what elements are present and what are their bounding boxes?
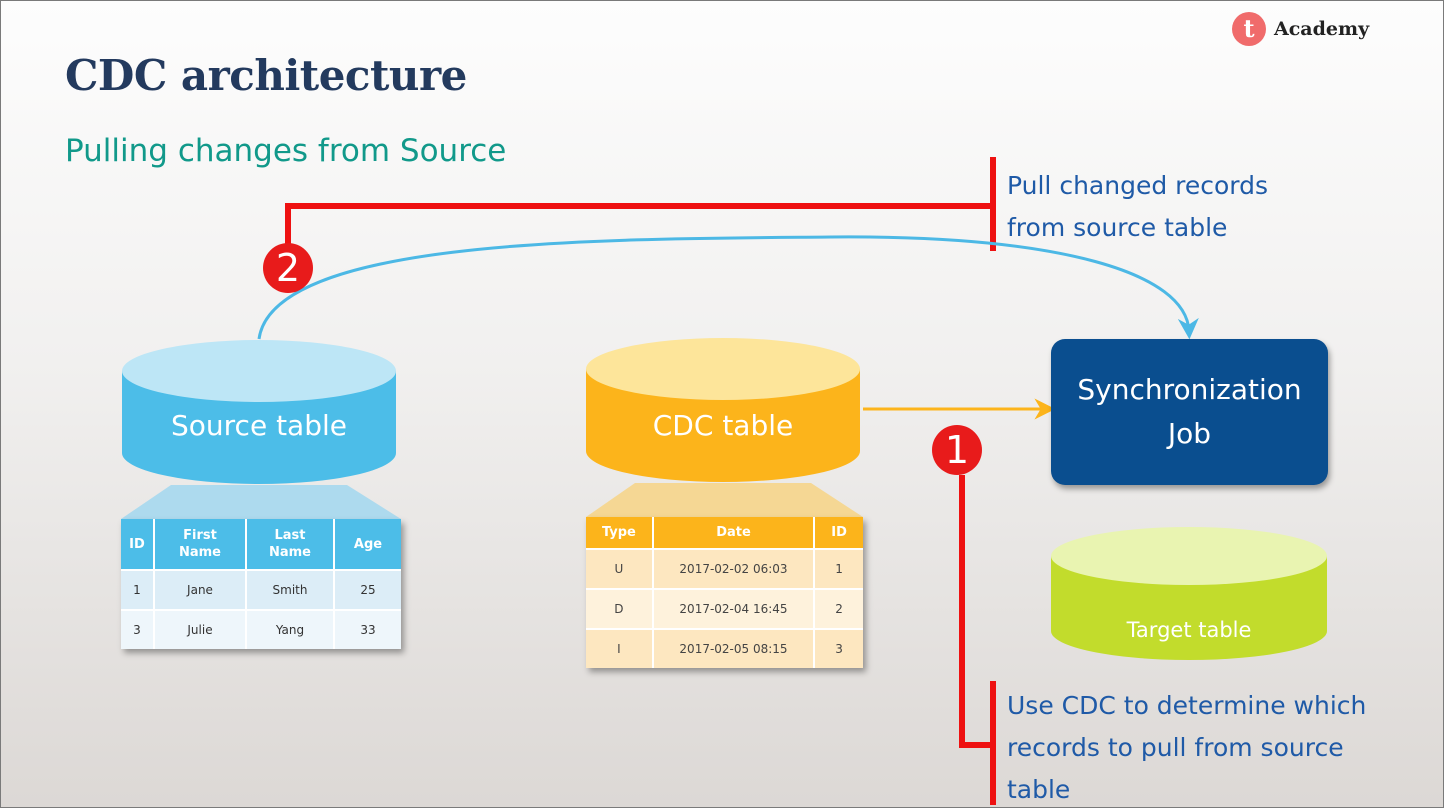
step-2-text: Pull changed records from source table [1007,165,1268,249]
table-cell: 3 [121,609,155,649]
table-row: U 2017-02-02 06:03 1 [586,548,863,589]
synchronization-job-label-line2: Job [1167,417,1212,450]
cdc-table-label: CDC table [652,409,794,442]
table-cell: 25 [334,569,401,610]
step-1-text-line: table [1007,775,1071,804]
column-header-id: ID [814,517,863,549]
step-2-badge: 2 [263,243,313,293]
table-cell: Julie [154,609,247,649]
table-cell: U [586,548,654,589]
slide-subtitle: Pulling changes from Source [65,133,507,169]
synchronization-job-box: Synchronization Job [1051,339,1328,485]
table-cell: 33 [334,609,401,649]
table-row: 3 Julie Yang 33 [121,609,401,649]
academy-logo-icon: t [1232,12,1266,46]
table-cell: Yang [246,609,335,649]
step-1-text-line: records to pull from source [1007,733,1344,762]
step-2-text-line: Pull changed records [1007,171,1269,200]
column-header-date: Date [652,517,816,549]
brand-name: Academy [1274,18,1370,40]
table-cell: 2017-02-04 16:45 [652,588,816,629]
cdc-table-cylinder [586,338,863,517]
target-table-cylinder [1051,527,1327,660]
table-header-row: Type Date ID [586,517,863,549]
table-cell: 1 [814,548,863,589]
target-table-label: Target table [1126,618,1252,642]
table-cell: Smith [246,569,335,610]
step-1-badge: 1 [932,425,982,475]
table-cell: D [586,588,654,629]
table-cell: 2017-02-05 08:15 [652,628,816,668]
table-row: 1 Jane Smith 25 [121,569,401,610]
step-1-connector [959,475,996,805]
source-table-label: Source table [171,409,347,442]
table-cell: I [586,628,654,668]
pull-arc-arrow [257,235,1199,340]
column-header-type: Type [586,517,654,549]
step-1-text: Use CDC to determine which records to pu… [1007,685,1367,807]
table-cell: 2017-02-02 06:03 [652,548,816,589]
table-cell: 2 [814,588,863,629]
table-cell: Jane [154,569,247,610]
column-header-age: Age [334,519,401,570]
column-header-id: ID [121,519,155,570]
table-cell: 1 [121,569,155,610]
brand: t Academy [1232,12,1369,46]
step-2-text-line: from source table [1007,213,1228,242]
slide-title: CDC architecture [65,51,467,100]
source-table-cylinder [121,340,401,519]
step-2-connector [285,157,996,269]
table-row: I 2017-02-05 08:15 3 [586,628,863,668]
step-1-text-line: Use CDC to determine which [1007,691,1367,720]
table-row: D 2017-02-04 16:45 2 [586,588,863,629]
cdc-table-sample: Type Date ID U 2017-02-02 06:03 1 D 2017… [586,517,863,668]
table-cell: 3 [814,628,863,668]
synchronization-job-label-line1: Synchronization [1077,373,1302,406]
